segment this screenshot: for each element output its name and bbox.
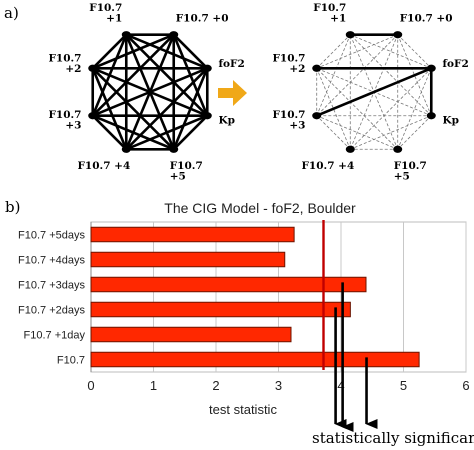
x-tick-label: 5 <box>400 378 407 393</box>
graph-node-label: +1 <box>106 13 122 25</box>
graph-edge-thin <box>316 34 399 117</box>
graph-node-label: F10.7 <box>313 2 346 14</box>
graph-node-label: F10.7 +4 <box>77 160 130 172</box>
graph-node-n7 <box>345 31 355 39</box>
graph-node-label: foF2 <box>219 58 245 70</box>
graph-node-n7 <box>121 31 131 39</box>
graph-node-n4 <box>121 145 131 153</box>
x-axis-label: test statistic <box>209 402 277 417</box>
graph-edge-thick <box>91 33 128 70</box>
panel-b-bar-chart: b) The CIG Model - foF2, Boulder F10.7 +… <box>5 198 474 447</box>
graph-node-n6 <box>312 64 322 72</box>
annotation-arrows <box>334 282 378 432</box>
graph-node-n4 <box>345 145 355 153</box>
graph-node-label: Kp <box>219 114 235 126</box>
x-tick-label: 0 <box>87 378 94 393</box>
graph-node-label: F10.7 <box>170 160 203 172</box>
graph-node-label: Kp <box>443 114 459 126</box>
graph-node-label: +1 <box>330 13 346 25</box>
graph-edge-thick <box>125 33 208 70</box>
graph-edge-thin <box>316 34 351 69</box>
graph-node-n0 <box>169 31 179 39</box>
graph-edge-thick <box>316 67 432 117</box>
chart-title: The CIG Model - foF2, Boulder <box>164 200 356 216</box>
graph-edge-thick <box>172 114 209 151</box>
chart-grid <box>90 221 467 373</box>
bar <box>90 226 295 243</box>
graph-edge-thick <box>172 33 209 70</box>
graph-edge-thick <box>91 34 128 117</box>
graph-node-label: F10.7 +0 <box>176 13 229 25</box>
y-tick-label: F10.7 +1day <box>24 330 86 342</box>
graph-node-label: +3 <box>289 120 305 132</box>
graph-edge-thick <box>125 67 209 151</box>
x-tick-labels: 0 1 2 3 4 5 6 <box>87 378 469 393</box>
graph-node-label: F10.7 <box>272 109 305 121</box>
annotation-text: statistically significant <box>312 429 474 447</box>
y-tick-label: F10.7 +4days <box>18 255 85 267</box>
graph-node-n3 <box>393 145 403 153</box>
graph-edge-thick <box>125 33 209 117</box>
graph-edge-thin <box>349 34 432 117</box>
x-tick-label: 4 <box>337 378 344 393</box>
graph-node-n5 <box>312 112 322 120</box>
graph-node-label: +5 <box>394 170 410 182</box>
graph-node-label: F10.7 <box>89 2 122 14</box>
x-tick-label: 6 <box>462 378 469 393</box>
graph-edge-thick <box>91 67 128 150</box>
panel-a-label: a) <box>4 4 19 22</box>
y-tick-label: F10.7 +5days <box>18 230 85 242</box>
panel-b-label: b) <box>5 198 20 216</box>
y-tick-label: F10.7 +3days <box>18 280 85 292</box>
graph-edge-thin <box>349 67 432 150</box>
graph-edge-thin <box>316 115 351 150</box>
graph-edge-thick <box>92 114 175 151</box>
x-tick-label: 2 <box>212 378 219 393</box>
bar <box>90 301 351 318</box>
graph-edge-thick <box>91 67 175 151</box>
graph-node-n5 <box>88 112 98 120</box>
graph-node-label: F10.7 <box>394 160 427 172</box>
graph-node-label: +5 <box>170 170 186 182</box>
graph-edge-thin <box>397 115 432 150</box>
bar <box>90 251 286 268</box>
graph-node-label: F10.7 +4 <box>301 160 354 172</box>
x-tick-label: 3 <box>275 378 282 393</box>
graph-node-label: F10.7 <box>48 53 81 65</box>
graph-node-label: F10.7 +0 <box>400 13 453 25</box>
y-tick-label: F10.7 <box>57 355 85 367</box>
transition-arrow-icon <box>218 80 247 106</box>
bar <box>90 276 367 293</box>
graph-node-label: +3 <box>65 120 81 132</box>
graph-node-n3 <box>169 145 179 153</box>
graph-node-n0 <box>393 31 403 39</box>
graph-edge-thick <box>125 34 175 150</box>
bar <box>90 326 292 343</box>
chart-bars <box>90 226 420 368</box>
graph-node-n2 <box>426 112 436 120</box>
graph-node-n1 <box>426 64 436 72</box>
graph-node-label: +2 <box>65 63 81 75</box>
bar <box>90 351 420 368</box>
x-tick-label: 1 <box>150 378 157 393</box>
graph-edge-thick <box>91 33 175 117</box>
graph-node-n6 <box>88 64 98 72</box>
graph-edge-thick <box>91 114 128 151</box>
graph-node-label: F10.7 <box>272 53 305 65</box>
graph-node-label: F10.7 <box>48 109 81 121</box>
graph-node-label: foF2 <box>443 58 469 70</box>
graph-edge-thin <box>397 34 432 69</box>
graph-edge-thin <box>316 67 399 150</box>
graph-node-label: +2 <box>289 63 305 75</box>
graph-node-n1 <box>202 64 212 72</box>
graph-node-n2 <box>202 112 212 120</box>
y-tick-label: F10.7 +2days <box>18 305 85 317</box>
